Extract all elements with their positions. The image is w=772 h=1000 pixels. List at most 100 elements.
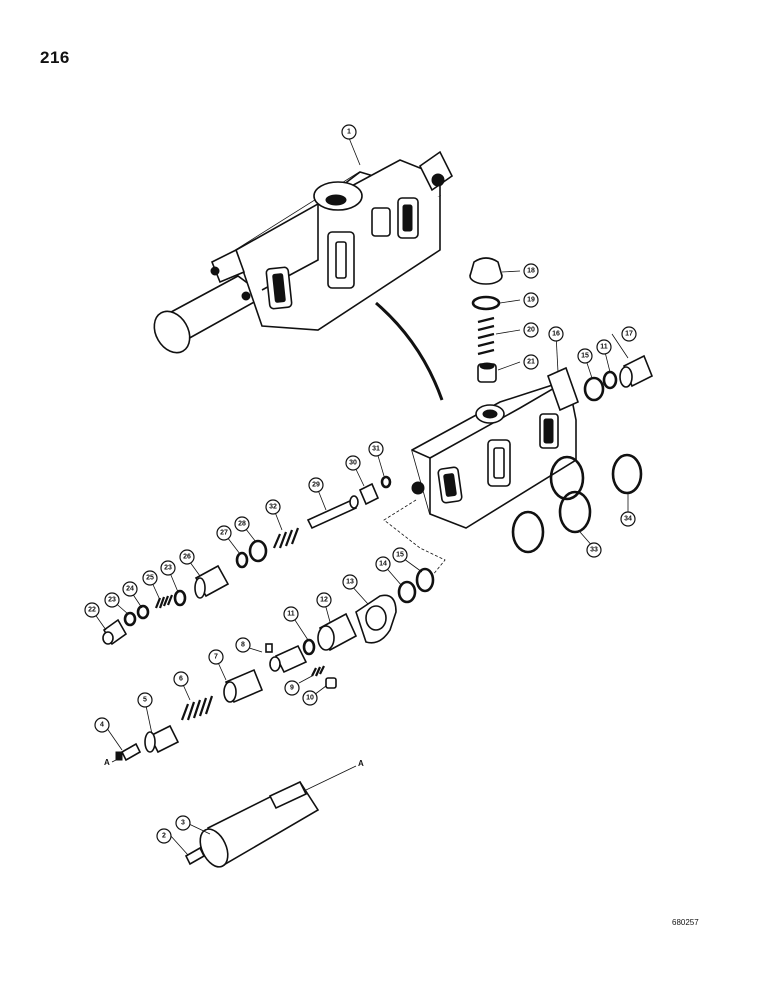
svg-text:22: 22 [88,607,96,614]
svg-text:28: 28 [238,521,246,528]
o-ring-34 [611,453,643,495]
callout-31: 31 [368,441,384,457]
svg-text:6: 6 [179,676,183,683]
callout-33: 33 [586,542,602,558]
o-ring-27 [235,551,249,569]
svg-text:4: 4 [100,722,104,729]
cap-nut-22 [102,618,128,646]
spool-29-drawing [306,495,359,530]
svg-text:14: 14 [379,561,387,568]
o-ring-11-mid [302,638,316,656]
callout-29: 29 [308,477,324,493]
callout-20: 20 [523,322,539,338]
callout-16: 16 [548,326,564,342]
svg-text:21: 21 [527,359,535,366]
callout-21: 21 [523,354,539,370]
flange-13-drawing [355,594,397,644]
svg-text:10: 10 [306,695,314,702]
callout-6: 6 [173,671,189,687]
svg-text:19: 19 [527,297,535,304]
callout-25: 25 [142,570,158,586]
callout-23-right: 23 [160,560,176,576]
svg-text:23: 23 [164,565,172,572]
o-ring-15-mid [415,567,435,593]
callout-30: 30 [345,455,361,471]
callout-28: 28 [234,516,250,532]
valve-section-drawing [411,366,580,529]
svg-text:8: 8 [241,642,245,649]
callout-4: 4 [94,717,110,733]
ref-mark-a-lower-left: A [104,758,110,767]
piston-7-drawing [223,668,264,704]
callout-10: 10 [302,690,318,706]
valve-assembly-drawing [153,150,454,354]
plug-18-drawing [469,257,503,285]
svg-text:15: 15 [396,552,404,559]
svg-text:5: 5 [143,697,147,704]
o-ring-23a [123,611,137,627]
svg-text:1: 1 [347,129,351,136]
ref-mark-a-upper-right: A [358,759,364,768]
callout-27: 27 [216,525,232,541]
svg-text:32: 32 [269,504,277,511]
o-ring-19 [471,295,501,311]
svg-text:34: 34 [624,516,632,523]
callout-34: 34 [620,511,636,527]
o-ring-23b [173,589,187,607]
callout-23-left: 23 [104,592,120,608]
o-ring-15-top [583,376,605,402]
svg-text:11: 11 [600,344,608,351]
screw-4-drawing [115,742,142,762]
o-ring-33b [558,490,592,534]
sleeve-12-drawing [317,612,358,652]
callout-17: 17 [621,326,637,342]
svg-text:11: 11 [287,611,295,618]
o-ring-14 [397,580,417,604]
washer-24 [136,604,150,620]
svg-text:31: 31 [372,446,380,453]
spacer-5-drawing [144,724,180,754]
o-ring-33c [511,510,545,554]
svg-text:2: 2 [162,833,166,840]
spring-9 [311,665,325,677]
callout-2: 2 [156,828,172,844]
callout-15-top: 15 [577,348,593,364]
svg-text:23: 23 [108,597,116,604]
callout-32: 32 [265,499,281,515]
svg-text:25: 25 [146,575,154,582]
callout-11-middle: 11 [283,606,299,622]
callout-22: 22 [84,602,100,618]
document-code: 680257 [672,918,699,927]
callout-11-top: 11 [596,339,612,355]
callout-9: 9 [284,680,300,696]
spring-32 [272,527,300,549]
plug-17-drawing [619,354,654,388]
screw-2-drawing [184,846,206,866]
callout-7: 7 [208,649,224,665]
callout-15-middle: 15 [392,547,408,563]
callout-1: 1 [341,124,357,140]
o-ring-28 [248,539,268,563]
o-ring-11-top [602,370,618,390]
callout-13: 13 [342,574,358,590]
cover-3-drawing [199,780,320,868]
page-number: 216 [40,48,70,67]
valve-30-drawing [358,482,380,506]
o-ring-33a [549,455,585,501]
svg-text:15: 15 [581,353,589,360]
svg-text:26: 26 [183,554,191,561]
callout-18: 18 [523,263,539,279]
svg-text:16: 16 [552,331,560,338]
valve-8-drawing [265,643,308,674]
spring-6 [180,695,214,721]
callout-14: 14 [375,556,391,572]
svg-text:29: 29 [312,482,320,489]
o-ring-31 [380,475,392,489]
svg-text:20: 20 [527,327,535,334]
callout-19: 19 [523,292,539,308]
svg-text:24: 24 [126,586,134,593]
callout-3: 3 [175,815,191,831]
svg-text:30: 30 [349,460,357,467]
spring-20 [477,316,495,356]
